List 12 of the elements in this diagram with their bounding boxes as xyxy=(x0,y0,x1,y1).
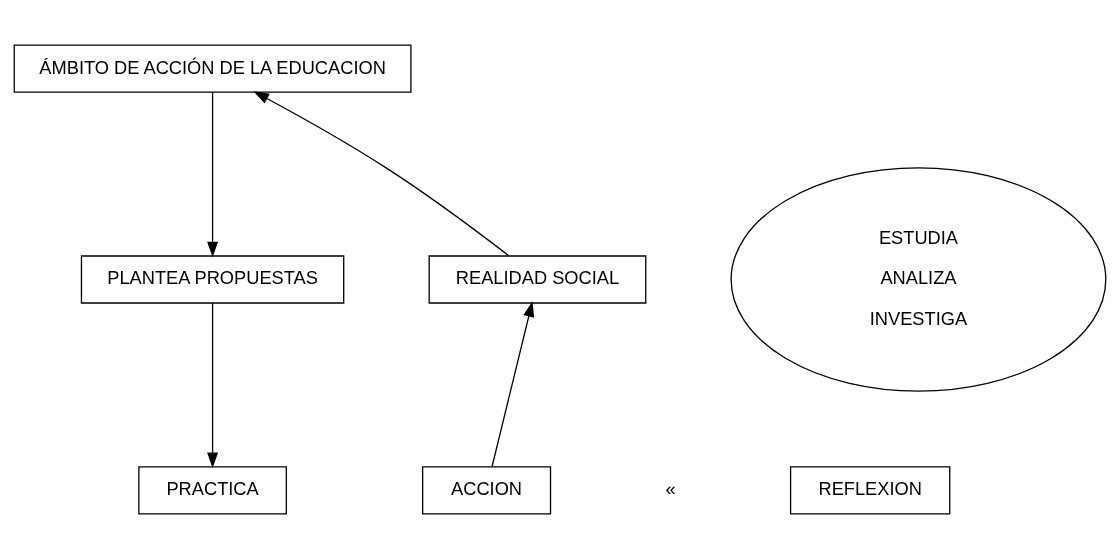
node-box: ÁMBITO DE ACCIÓN DE LA EDUCACION xyxy=(13,44,412,93)
node-box: PRACTICA xyxy=(138,466,287,515)
arrow xyxy=(491,301,535,467)
node-box: ACCION xyxy=(422,466,552,515)
node-box: PLANTEA PROPUESTAS xyxy=(80,255,345,304)
arrow xyxy=(253,91,510,257)
node-box: REALIDAD SOCIAL xyxy=(428,255,647,304)
label: « xyxy=(665,478,676,500)
arrow xyxy=(207,91,219,258)
node-ellipse: ESTUDIA ANALIZA INVESTIGA xyxy=(730,167,1107,392)
arrow xyxy=(207,302,219,469)
node-box: REFLEXION xyxy=(789,466,951,515)
